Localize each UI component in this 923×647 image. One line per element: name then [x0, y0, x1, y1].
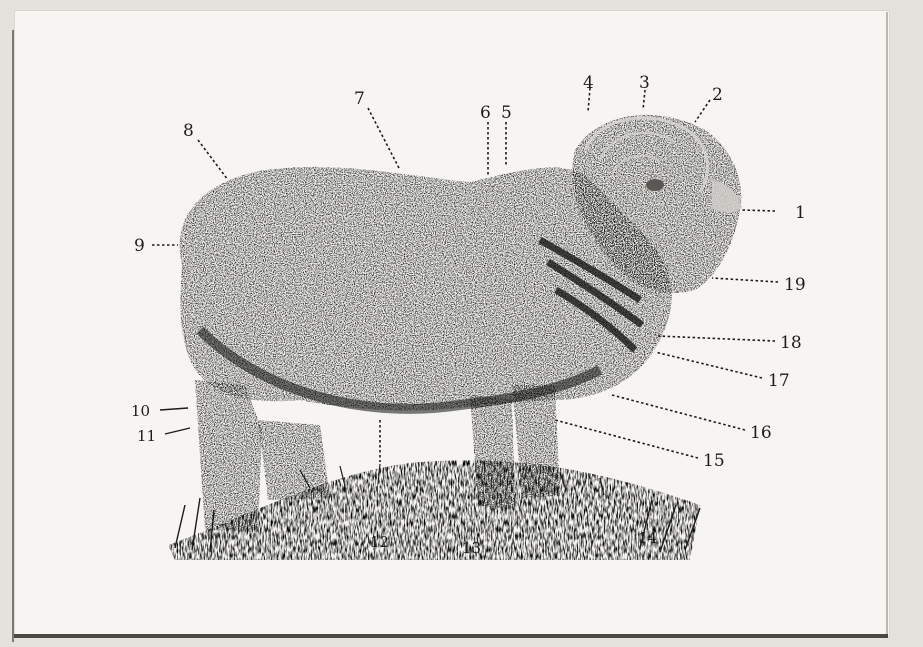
- label-13: 13: [462, 539, 481, 557]
- label-19: 19: [784, 275, 806, 295]
- label-14: 14: [638, 529, 657, 547]
- label-4: 4: [583, 73, 594, 93]
- label-8: 8: [183, 121, 194, 141]
- label-3: 3: [639, 73, 650, 93]
- label-6: 6: [480, 103, 491, 123]
- label-9: 9: [134, 236, 145, 256]
- label-15: 15: [703, 451, 725, 471]
- label-18: 18: [780, 333, 802, 353]
- label-7: 7: [354, 89, 365, 109]
- label-2: 2: [712, 85, 723, 105]
- label-17: 17: [768, 371, 790, 391]
- label-5: 5: [501, 103, 512, 123]
- label-10: 10: [131, 402, 150, 420]
- label-1: 1: [795, 203, 806, 223]
- label-16: 16: [750, 423, 772, 443]
- label-11: 11: [137, 427, 156, 445]
- label-12: 12: [370, 533, 389, 551]
